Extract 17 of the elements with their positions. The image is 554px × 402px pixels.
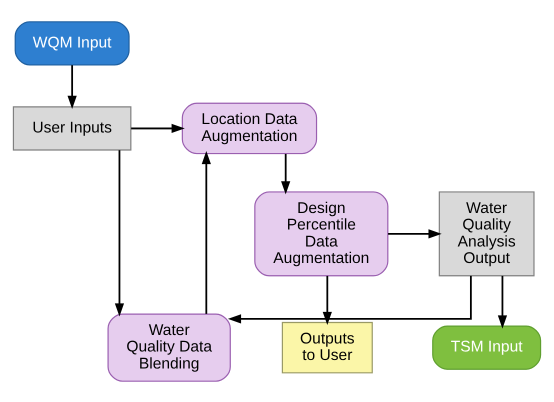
node-box: Outputs to User bbox=[282, 321, 373, 373]
node-box: Design Percentile Data Augmentation bbox=[254, 190, 388, 276]
arrow bbox=[114, 150, 124, 316]
arrow bbox=[498, 275, 508, 328]
node-box: Water Quality Data Blending bbox=[107, 313, 231, 382]
arrow bbox=[228, 275, 472, 324]
arrow bbox=[322, 275, 332, 325]
arrow bbox=[131, 123, 185, 133]
node-box: Location Data Augmentation bbox=[182, 102, 318, 154]
arrow bbox=[202, 150, 211, 314]
arrow bbox=[68, 64, 77, 108]
arrow bbox=[281, 153, 290, 194]
node-box: Water Quality Analysis Output bbox=[438, 190, 535, 276]
node-box: TSM Input bbox=[432, 325, 542, 370]
arrow bbox=[388, 228, 442, 238]
node-box: WQM Input bbox=[14, 20, 130, 66]
node-box: User Inputs bbox=[12, 106, 132, 150]
